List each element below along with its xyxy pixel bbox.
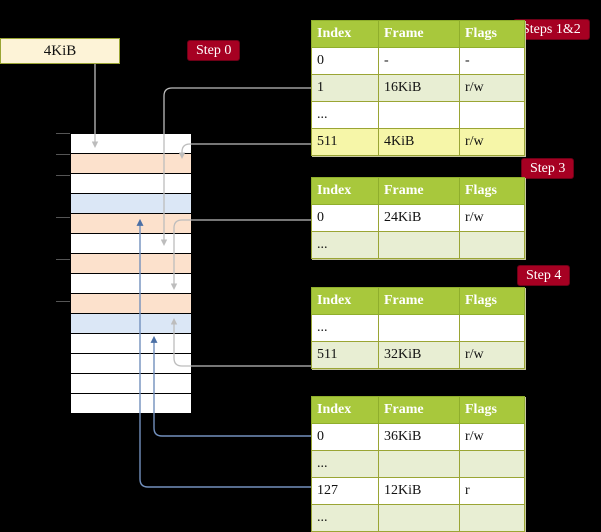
memory-frame-row: [71, 274, 191, 294]
table-cell: 511: [311, 128, 379, 156]
table-cell: [378, 231, 460, 259]
table-cell: ...: [311, 231, 379, 259]
table-row: ...: [311, 450, 525, 478]
column-header-frame: Frame: [378, 287, 460, 315]
memory-frame-row: [71, 134, 191, 154]
frame-box-4kib: 4KiB: [0, 38, 120, 64]
memory-tick: [56, 133, 70, 134]
step-label-text: Step 3: [530, 161, 566, 176]
column-header-flags: Flags: [459, 177, 525, 205]
memory-tick: [56, 175, 70, 176]
table-cell: ...: [311, 314, 379, 342]
table-cell: [378, 504, 460, 532]
table-cell: -: [459, 47, 525, 75]
column-header-index: Index: [311, 396, 379, 424]
table-cell: ...: [311, 504, 379, 532]
table-cell: 16KiB: [378, 74, 460, 102]
step-label-steps12: Steps 1&2: [513, 19, 590, 40]
step-label-text: Steps 1&2: [522, 22, 581, 37]
column-header-flags: Flags: [459, 20, 525, 48]
table-cell: r/w: [459, 423, 525, 451]
memory-frame-row: [71, 294, 191, 314]
table-cell: 0: [311, 423, 379, 451]
column-header-flags: Flags: [459, 396, 525, 424]
table-cell: r/w: [459, 204, 525, 232]
memory-frame-row: [71, 334, 191, 354]
table-cell: 36KiB: [378, 423, 460, 451]
memory-frame-row: [71, 374, 191, 394]
table-cell: 32KiB: [378, 341, 460, 369]
step-label-step3: Step 3: [521, 158, 575, 179]
table-cell: [459, 314, 525, 342]
memory-tick: [56, 259, 70, 260]
step-label-text: Step 4: [526, 268, 562, 283]
memory-frame-row: [71, 254, 191, 274]
table-cell: [459, 231, 525, 259]
table-cell: 0: [311, 47, 379, 75]
table-row: ...: [311, 101, 525, 129]
table-cell: ...: [311, 101, 379, 129]
memory-frame-row: [71, 354, 191, 374]
table-cell: [378, 314, 460, 342]
step-label-step4: Step 4: [517, 265, 571, 286]
table-row: ...: [311, 231, 525, 259]
table-cell: 511: [311, 341, 379, 369]
memory-frame-row: [71, 234, 191, 254]
step-label-text: Step 0: [196, 43, 232, 58]
table-cell: 24KiB: [378, 204, 460, 232]
column-header-index: Index: [311, 177, 379, 205]
table-cell: [459, 101, 525, 129]
step-label-step0: Step 0: [187, 40, 241, 61]
table-cell: r: [459, 477, 525, 505]
table-cell: [378, 101, 460, 129]
column-header-frame: Frame: [378, 177, 460, 205]
table-cell: 0: [311, 204, 379, 232]
memory-frame-row: [71, 194, 191, 214]
table-cell: [459, 504, 525, 532]
column-header-frame: Frame: [378, 20, 460, 48]
memory-frame-row: [71, 154, 191, 174]
table-cell: 127: [311, 477, 379, 505]
table-row: 0--: [311, 47, 525, 75]
frame-box-label: 4KiB: [43, 43, 77, 59]
memory-frame-row: [71, 214, 191, 234]
table-cell: r/w: [459, 128, 525, 156]
table-cell: 1: [311, 74, 379, 102]
column-header-index: Index: [311, 20, 379, 48]
memory-tick: [56, 154, 70, 155]
column-header-index: Index: [311, 287, 379, 315]
table-row: ...: [311, 314, 525, 342]
physical-memory-column: [70, 133, 192, 414]
table-row: ...: [311, 504, 525, 532]
table-cell: r/w: [459, 341, 525, 369]
memory-tick: [56, 301, 70, 302]
table-cell: [378, 450, 460, 478]
table-cell: 4KiB: [378, 128, 460, 156]
table-cell: r/w: [459, 74, 525, 102]
memory-tick: [56, 217, 70, 218]
column-header-frame: Frame: [378, 396, 460, 424]
table-cell: 12KiB: [378, 477, 460, 505]
table-cell: ...: [311, 450, 379, 478]
table-cell: [459, 450, 525, 478]
memory-frame-row: [71, 394, 191, 414]
memory-frame-row: [71, 174, 191, 194]
table-cell: -: [378, 47, 460, 75]
column-header-flags: Flags: [459, 287, 525, 315]
memory-frame-row: [71, 314, 191, 334]
